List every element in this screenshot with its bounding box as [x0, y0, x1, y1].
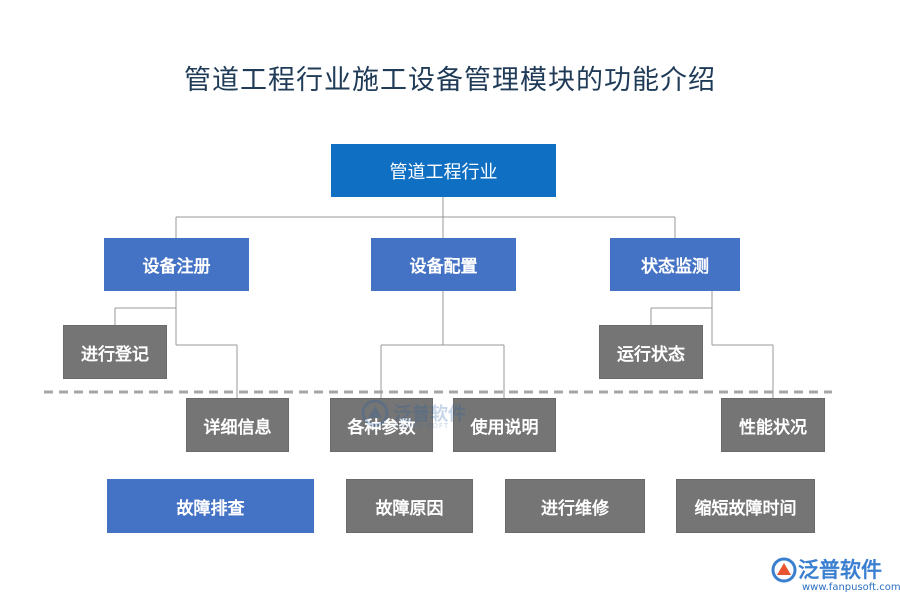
brand-logo: 泛普软件 www.fanpusoft.com — [768, 554, 900, 598]
node-performance: 性能状况 — [721, 398, 825, 452]
watermark-text: 泛普软件 — [394, 404, 466, 425]
watermark-logo-icon — [361, 399, 389, 427]
node-config: 设备配置 — [371, 238, 516, 291]
node-repair: 进行维修 — [505, 479, 645, 533]
brand-logo-icon — [771, 557, 797, 583]
node-entry: 进行登记 — [63, 325, 167, 379]
watermark-subtext: FANPU SOFT — [396, 422, 450, 430]
node-running: 运行状态 — [599, 325, 703, 379]
watermark: 泛普软件 FANPU SOFT — [360, 398, 510, 438]
page-title: 管道工程行业施工设备管理模块的功能介绍 — [184, 65, 716, 96]
node-detail: 详细信息 — [186, 398, 289, 452]
node-register: 设备注册 — [104, 238, 249, 291]
node-params: 各种参数 — [330, 398, 433, 452]
brand-url: www.fanpusoft.com — [802, 582, 900, 593]
node-cause: 故障原因 — [346, 479, 473, 533]
node-root: 管道工程行业 — [331, 144, 556, 197]
node-usage: 使用说明 — [453, 398, 556, 452]
node-troubleshoot: 故障排查 — [107, 479, 314, 533]
node-shorten: 缩短故障时间 — [676, 479, 815, 533]
brand-name: 泛普软件 — [798, 558, 882, 582]
node-monitor: 状态监测 — [610, 238, 740, 291]
